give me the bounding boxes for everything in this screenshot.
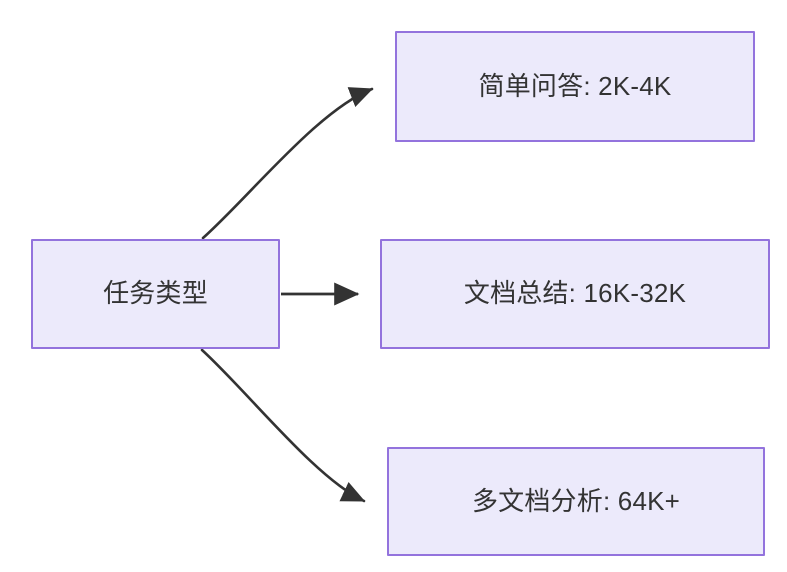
edge-task-to-simple-qa bbox=[201, 87, 374, 240]
edge-task-to-multi-doc bbox=[200, 348, 366, 503]
node-simple-qa[interactable]: 简单问答: 2K-4K bbox=[395, 31, 755, 142]
node-doc-summary-label: 文档总结: 16K-32K bbox=[463, 278, 687, 309]
node-doc-summary[interactable]: 文档总结: 16K-32K bbox=[380, 239, 770, 349]
node-task-type-label: 任务类型 bbox=[103, 278, 208, 309]
node-multi-doc[interactable]: 多文档分析: 64K+ bbox=[387, 447, 765, 556]
node-simple-qa-label: 简单问答: 2K-4K bbox=[478, 70, 672, 101]
node-multi-doc-label: 多文档分析: 64K+ bbox=[471, 485, 681, 516]
node-task-type[interactable]: 任务类型 bbox=[31, 239, 280, 349]
